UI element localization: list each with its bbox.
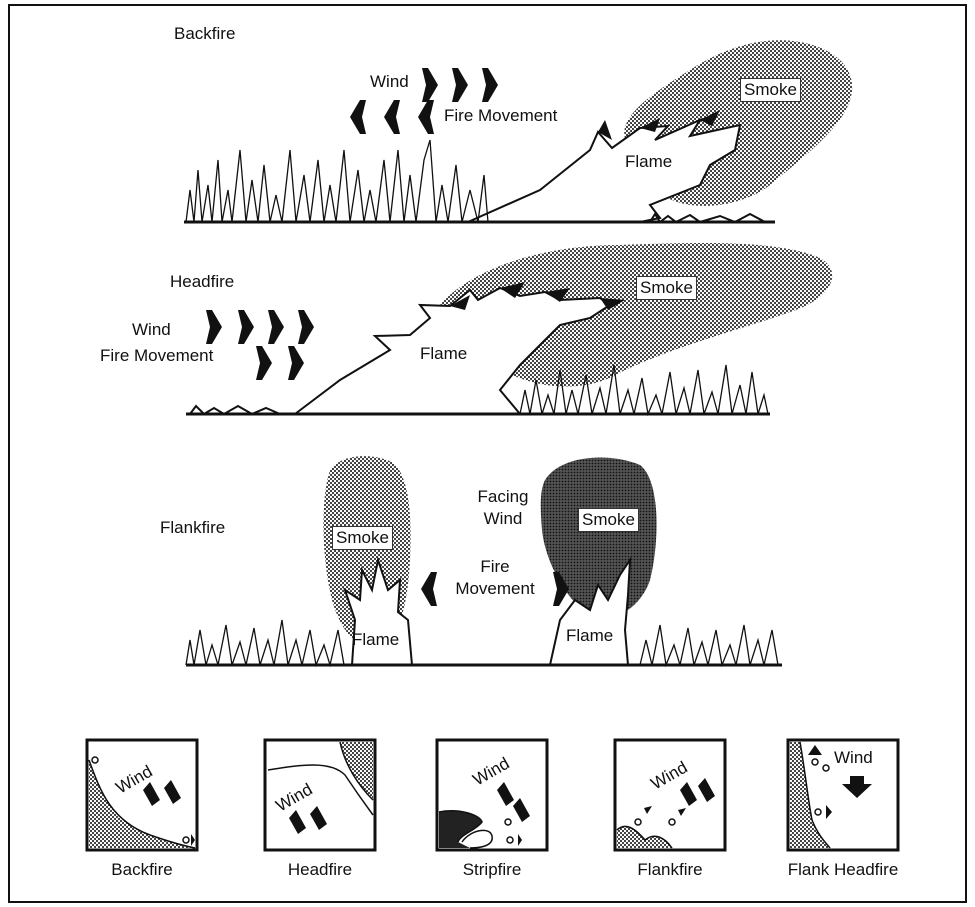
flankfire-title: Flankfire	[160, 518, 225, 538]
plan-stripfire-diagram	[437, 740, 547, 850]
headfire-wind-label: Wind	[132, 320, 171, 340]
flankfire-fire-movement-label: Fire Movement	[440, 556, 550, 600]
backfire-flame-label: Flame	[625, 152, 672, 172]
backfire-wind-arrow-1	[422, 68, 438, 102]
headfire-movement-arrow-1	[256, 346, 272, 380]
flankfire-grass	[186, 620, 778, 665]
plan-stripfire-caption: Stripfire	[407, 860, 577, 880]
backfire-title: Backfire	[174, 24, 235, 44]
flankfire-smoke-left-label: Smoke	[332, 526, 393, 550]
headfire-fire-movement-label: Fire Movement	[100, 346, 213, 366]
backfire-movement-arrow-2	[384, 100, 400, 134]
headfire-title: Headfire	[170, 272, 234, 292]
headfire-wind-arrow-1	[206, 310, 222, 344]
backfire-smoke-label: Smoke	[740, 78, 801, 102]
headfire-smoke-label: Smoke	[636, 276, 697, 300]
headfire-scene	[186, 243, 832, 414]
plan-backfire-caption: Backfire	[57, 860, 227, 880]
backfire-movement-arrow-3	[418, 100, 434, 134]
flankfire-facing-wind-label: Facing Wind	[468, 486, 538, 530]
headfire-movement-arrow-2	[288, 346, 304, 380]
flankfire-flame-left-label: Flame	[352, 630, 399, 650]
plan-backfire-diagram	[87, 740, 197, 850]
backfire-wind-label: Wind	[370, 72, 409, 92]
plan-flank-headfire-wind-label: Wind	[834, 748, 873, 768]
headfire-flame-label: Flame	[420, 344, 467, 364]
flankfire-flame-right-label: Flame	[566, 626, 613, 646]
plan-flankfire-diagram	[615, 740, 725, 850]
headfire-wind-arrow-4	[298, 310, 314, 344]
backfire-wind-arrow-2	[452, 68, 468, 102]
flankfire-smoke-right-label: Smoke	[578, 508, 639, 532]
headfire-wind-arrow-3	[268, 310, 284, 344]
plan-flankfire-caption: Flankfire	[585, 860, 755, 880]
backfire-fire-movement-label: Fire Movement	[444, 106, 557, 126]
backfire-scene	[184, 40, 852, 222]
plan-flank-headfire-caption: Flank Headfire	[758, 860, 928, 880]
backfire-wind-arrow-3	[482, 68, 498, 102]
headfire-wind-arrow-2	[238, 310, 254, 344]
backfire-movement-arrow-1	[350, 100, 366, 134]
plan-headfire-caption: Headfire	[235, 860, 405, 880]
backfire-grass	[186, 140, 488, 222]
flankfire-movement-arrow-left	[421, 572, 437, 606]
